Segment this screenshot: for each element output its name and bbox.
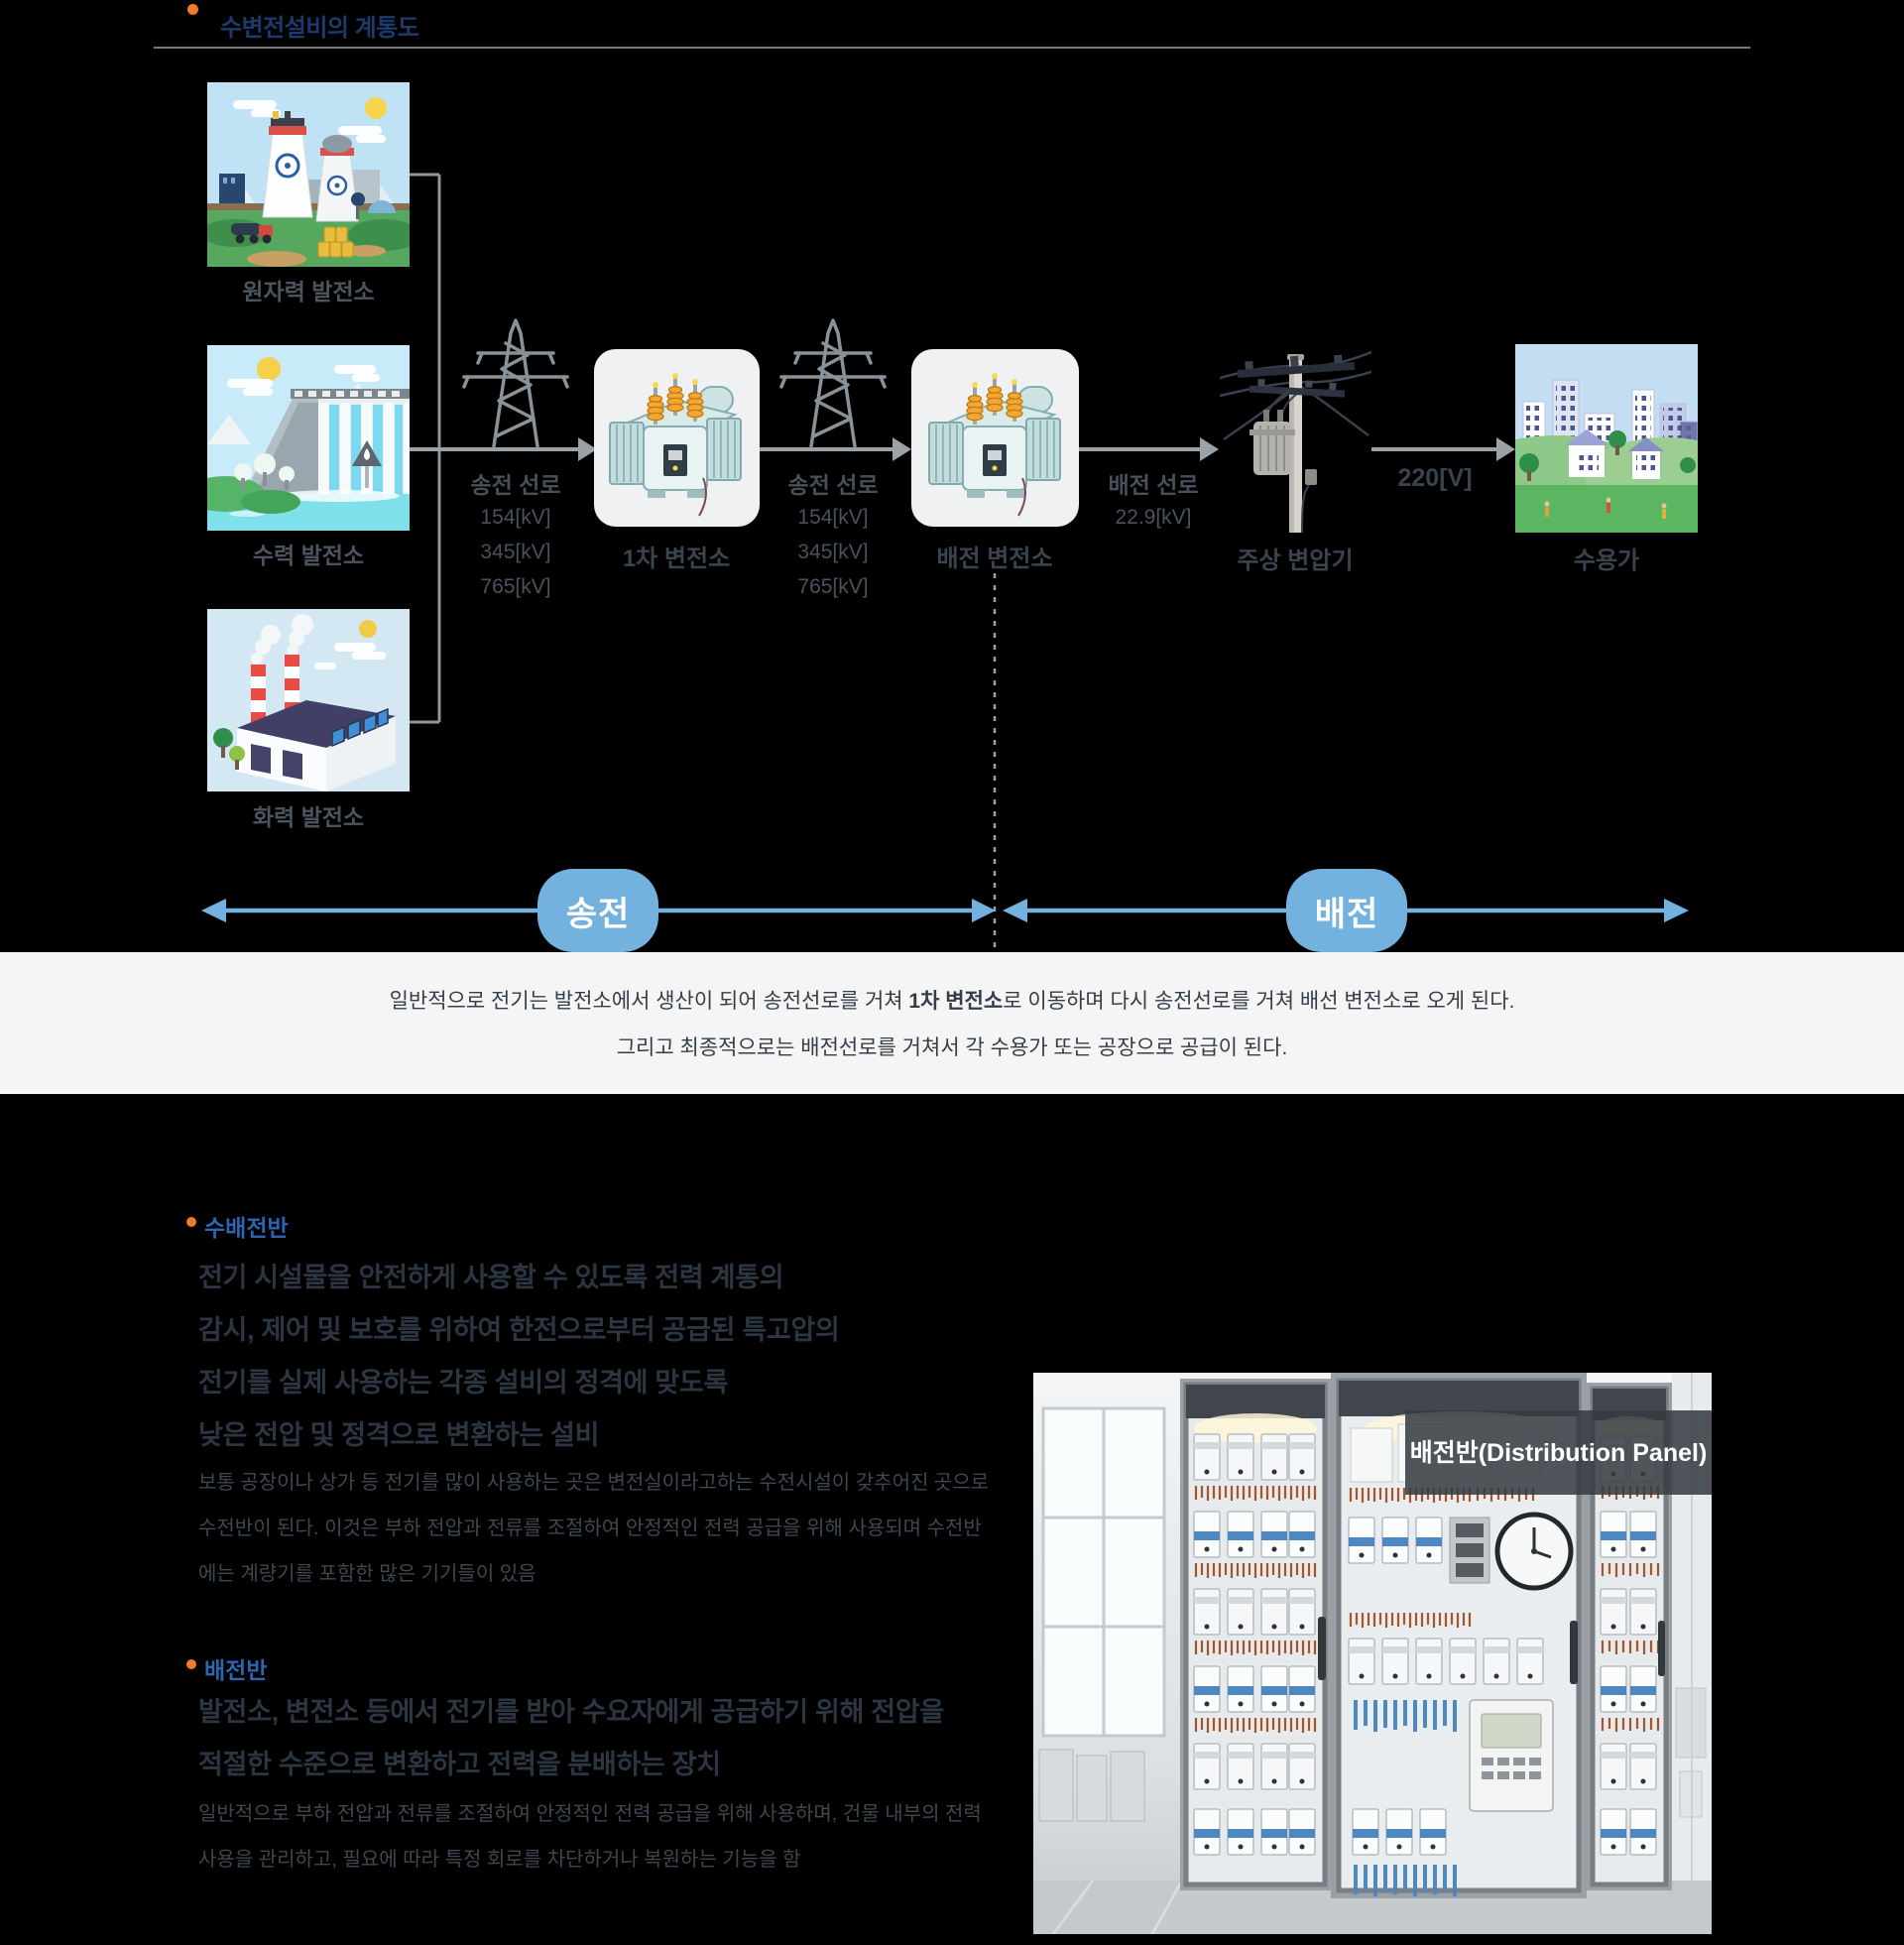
description-line: 보통 공장이나 상가 등 전기를 많이 사용하는 곳은 변전실이라고하는 수전시… [198, 1472, 990, 1494]
page-title: 수변전설비의 계통도 [220, 15, 419, 42]
flow-arrowheads [578, 437, 1515, 461]
city-consumers-image [1515, 344, 1698, 533]
summary-line1-post: 로 이동하며 다시 송전선로를 거쳐 배선 변전소로 오게 된다. [1003, 990, 1515, 1013]
voltage-value: 765[kV] [797, 575, 869, 598]
distribution-voltage: 22.9[kV] [1115, 500, 1191, 535]
thermal-plant-image [207, 609, 410, 791]
description-line: 에는 계량기를 포함한 많은 기기들이 있음 [198, 1563, 536, 1585]
section-heading-supanel: 수배전반 [204, 1215, 289, 1241]
hydro-plant-image [207, 345, 410, 531]
transmission-badge: 송전 [537, 869, 658, 952]
clock-icon [1494, 1512, 1574, 1591]
section-bullet-icon [186, 1659, 196, 1669]
description-line: 수전반이 된다. 이것은 부하 전압과 전류를 조절하여 안정적인 전력 공급을… [198, 1518, 982, 1539]
definition-line: 발전소, 변전소 등에서 전기를 받아 수요자에게 공급하기 위해 전압을 [198, 1697, 944, 1727]
voltage-value: 765[kV] [480, 575, 551, 598]
consumer-voltage-label: 220[V] [1397, 464, 1473, 492]
definition-line: 적절한 수준으로 변환하고 전력을 분배하는 장치 [198, 1750, 721, 1779]
description-line: 일반적으로 부하 전압과 전류를 조절하여 안정적인 전력 공급을 위해 사용하… [198, 1803, 982, 1825]
distribution-substation-box [911, 349, 1079, 527]
voltage-value: 345[kV] [797, 541, 869, 563]
pole-transformer-image [1220, 344, 1371, 533]
nuclear-plant-caption: 원자력 발전소 [242, 279, 375, 304]
summary-line1-bold: 1차 변전소 [908, 990, 1004, 1013]
transmission-tower-icon [779, 318, 887, 448]
supanel-description: 보통 공장이나 상가 등 전기를 많이 사용하는 곳은 변전실이라고하는 수전시… [198, 1460, 989, 1597]
pole-transformer-label: 주상 변압기 [1237, 547, 1354, 574]
transmission-voltages-1: 154[kV] 345[kV] 765[kV] [480, 500, 550, 604]
transmission-voltages-2: 154[kV] 345[kV] 765[kV] [797, 500, 868, 604]
voltage-value: 22.9[kV] [1115, 506, 1192, 529]
section-heading-panel: 배전반 [204, 1657, 268, 1683]
definition-line: 전기를 실제 사용하는 각종 설비의 정격에 맞도록 [198, 1368, 729, 1398]
hydro-plant-caption: 수력 발전소 [252, 543, 365, 568]
supanel-definition: 전기 시설물을 안전하게 사용할 수 있도록 전력 계통의 감시, 제어 및 보… [198, 1252, 840, 1462]
definition-line: 낮은 전압 및 정격으로 변환하는 설비 [198, 1420, 600, 1450]
transmission-tower-icon [462, 318, 569, 448]
diagram-connector-lines [201, 173, 1689, 948]
panel-description: 일반적으로 부하 전압과 전류를 조절하여 안정적인 전력 공급을 위해 사용하… [198, 1791, 982, 1883]
primary-substation-label: 1차 변전소 [622, 546, 731, 572]
summary-band: 일반적으로 전기는 발전소에서 생산이 되어 송전선로를 거쳐 1차 변전소로 … [0, 952, 1904, 1094]
photo-caption: 배전반(Distribution Panel) [1405, 1410, 1712, 1495]
distribution-line-label: 배전 선로 [1108, 472, 1199, 498]
thermal-plant-caption: 화력 발전소 [252, 804, 365, 830]
primary-substation-box [594, 349, 760, 527]
section-bullet-icon [186, 1217, 196, 1227]
description-line: 사용을 관리하고, 필요에 따라 특정 회로를 차단하거나 복원하는 기능을 함 [198, 1849, 801, 1871]
transmission-line-label-2: 송전 선로 [787, 472, 879, 498]
summary-line1-pre: 일반적으로 전기는 발전소에서 생산이 되어 송전선로를 거쳐 [389, 990, 909, 1013]
definition-line: 감시, 제어 및 보호를 위하여 한전으로부터 공급된 특고압의 [198, 1315, 840, 1345]
voltage-value: 154[kV] [480, 506, 551, 529]
title-divider [154, 47, 1750, 49]
title-bullet-icon [187, 4, 198, 15]
definition-line: 전기 시설물을 안전하게 사용할 수 있도록 전력 계통의 [198, 1263, 784, 1292]
distribution-panel-photo: 배전반(Distribution Panel) [1033, 1373, 1712, 1935]
transformer-icon [594, 349, 760, 527]
voltage-value: 154[kV] [797, 506, 869, 529]
summary-line2: 그리고 최종적으로는 배전선로를 거쳐서 각 수용가 또는 공장으로 공급이 된… [616, 1036, 1288, 1059]
distribution-badge: 배전 [1286, 869, 1407, 952]
transformer-icon [911, 349, 1079, 527]
nuclear-plant-image [207, 82, 410, 267]
voltage-value: 345[kV] [480, 541, 551, 563]
panel-definition: 발전소, 변전소 등에서 전기를 받아 수요자에게 공급하기 위해 전압을 적절… [198, 1686, 944, 1791]
transmission-line-label-1: 송전 선로 [470, 472, 561, 498]
consumers-label: 수용가 [1573, 547, 1640, 574]
distribution-substation-label: 배전 변전소 [936, 546, 1053, 572]
summary-line1: 일반적으로 전기는 발전소에서 생산이 되어 송전선로를 거쳐 1차 변전소로 … [390, 985, 1515, 1015]
